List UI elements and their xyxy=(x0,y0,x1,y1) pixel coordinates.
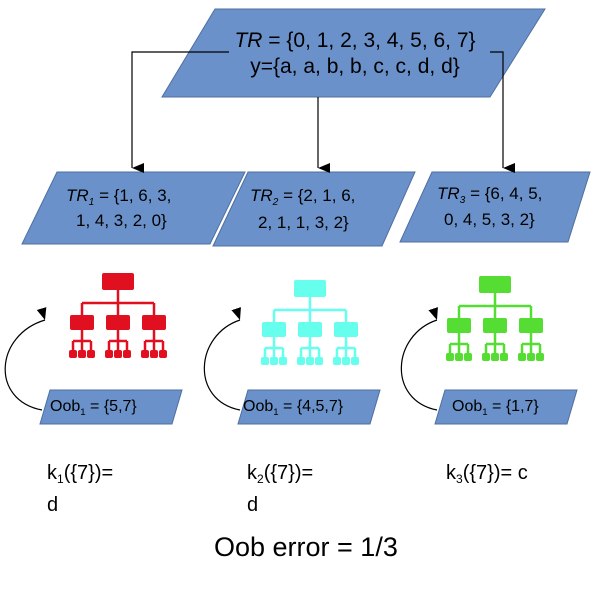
subset-box-3 xyxy=(399,171,591,243)
oob-curve-arrow-2 xyxy=(203,307,241,411)
tree-mid-node xyxy=(70,315,94,330)
decision-tree-2 xyxy=(261,280,359,365)
tree-leaf-node xyxy=(114,350,122,358)
tree-leaf-node xyxy=(315,357,323,365)
tree-root-node xyxy=(102,273,134,290)
tree-leaf-node xyxy=(491,353,499,361)
oob-curve-arrow-1 xyxy=(4,307,47,411)
tree-leaf-node xyxy=(351,357,359,365)
tree-leaf-node xyxy=(333,357,341,365)
root-set-box xyxy=(161,8,546,98)
tree-leaf-node xyxy=(279,357,287,365)
tree-leaf-node xyxy=(69,350,77,358)
tree-leaf-node xyxy=(270,357,278,365)
subset-1-line2: 1, 4, 3, 2, 0} xyxy=(76,211,167,230)
arrow-to-subset-1 xyxy=(131,51,229,173)
prediction-3: k3({7})= c xyxy=(446,462,528,486)
tree-mid-node xyxy=(334,322,358,337)
arrow-to-subset-3 xyxy=(490,51,515,173)
tree-mid-node xyxy=(519,318,543,333)
tree-leaf-node xyxy=(455,353,463,361)
subset-2-line2: 2, 1, 1, 3, 2} xyxy=(258,213,349,232)
tree-mid-node xyxy=(483,318,507,333)
prediction-1: k1({7})= xyxy=(47,462,114,486)
oob-box-2 xyxy=(237,389,381,425)
tree-mid-node xyxy=(106,315,130,330)
tree-leaf-node xyxy=(500,353,508,361)
oob-box-1 xyxy=(39,389,183,425)
tree-mid-node xyxy=(447,318,471,333)
oob-set-2: Oob1 = {4,5,7} xyxy=(243,398,344,418)
tree-leaf-node xyxy=(123,350,131,358)
subset-3-line2: 0, 4, 5, 3, 2} xyxy=(444,210,535,229)
tree-leaf-node xyxy=(78,350,86,358)
tree-mid-node xyxy=(142,315,166,330)
root-set-label: TR = {0, 1, 2, 3, 4, 5, 6, 7} xyxy=(234,29,476,52)
tree-leaf-node xyxy=(297,357,305,365)
oob-set-3: Oob1 = {1,7} xyxy=(452,398,539,418)
tree-leaf-node xyxy=(464,353,472,361)
tree-leaf-node xyxy=(342,357,350,365)
prediction-2-result: d xyxy=(247,494,259,516)
decision-tree-3 xyxy=(446,276,544,361)
decision-tree-1 xyxy=(69,273,167,358)
tree-root-node xyxy=(294,280,326,297)
tree-leaf-node xyxy=(536,353,544,361)
tree-leaf-node xyxy=(482,353,490,361)
subset-3-line1: TR3 = {6, 4, 5, xyxy=(437,184,543,206)
tree-leaf-node xyxy=(141,350,149,358)
tree-leaf-node xyxy=(446,353,454,361)
tree-leaf-node xyxy=(518,353,526,361)
subset-box-2 xyxy=(212,171,416,247)
subset-box-1 xyxy=(21,171,246,245)
oob-error-label: Oob error = 1/3 xyxy=(214,532,398,562)
tree-mid-node xyxy=(298,322,322,337)
tree-leaf-node xyxy=(261,357,269,365)
tree-leaf-node xyxy=(105,350,113,358)
tree-leaf-node xyxy=(150,350,158,358)
tree-root-node xyxy=(479,276,511,293)
root-labels-line: y={a, a, b, b, c, c, d, d} xyxy=(250,55,460,78)
prediction-1-result: d xyxy=(47,494,59,516)
tree-leaf-node xyxy=(159,350,167,358)
tree-leaf-node xyxy=(87,350,95,358)
subset-1-line1: TR1 = {1, 6, 3, xyxy=(66,186,172,208)
tree-mid-node xyxy=(262,322,286,337)
tree-leaf-node xyxy=(527,353,535,361)
subset-2-line1: TR2 = {2, 1, 6, xyxy=(250,186,356,208)
tree-leaf-node xyxy=(306,357,314,365)
prediction-2: k2({7})= xyxy=(247,462,314,486)
oob-box-3 xyxy=(434,389,578,425)
oob-set-1: Oob1 = {5,7} xyxy=(50,398,137,418)
oob-curve-arrow-3 xyxy=(400,307,438,411)
